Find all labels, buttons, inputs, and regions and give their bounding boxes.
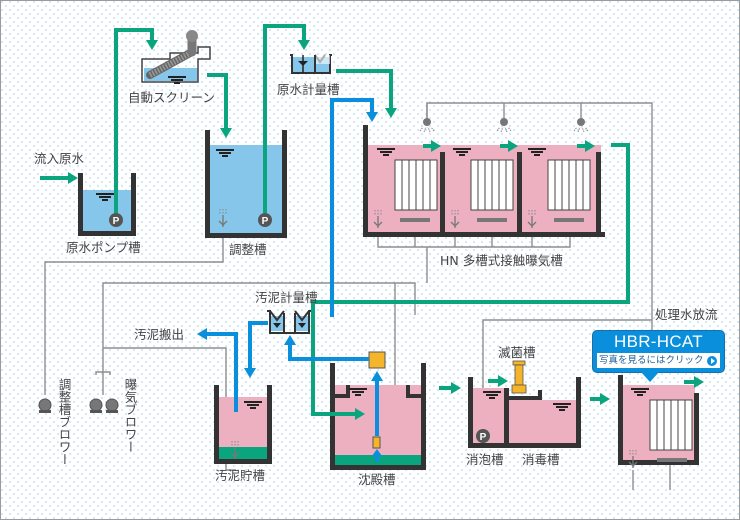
arrow-right-icon bbox=[585, 140, 595, 152]
hbr-hcat-photo-button[interactable]: HBR-HCAT 写真を見るにはクリック bbox=[592, 330, 725, 382]
label-defoam-tank: 消泡槽 bbox=[466, 452, 504, 467]
arrow-down-icon bbox=[146, 40, 158, 50]
blower-icon bbox=[105, 398, 119, 414]
callout-subtitle: 写真を見るにはクリック bbox=[597, 353, 720, 368]
sludge-meter-tank[interactable] bbox=[267, 310, 312, 334]
label-sludge-out: 汚泥搬出 bbox=[134, 327, 184, 342]
defoam-disinfection-tanks[interactable]: P bbox=[468, 360, 581, 448]
arrow-right-icon bbox=[431, 140, 441, 152]
arrow-right-icon bbox=[498, 375, 508, 387]
arrow-left-icon bbox=[197, 328, 207, 340]
label-pump-tank: 原水ポンプ槽 bbox=[66, 240, 141, 255]
label-sludge-meter-tank: 汚泥計量槽 bbox=[255, 290, 318, 305]
equalization-tank[interactable]: P bbox=[205, 130, 287, 238]
air-piping bbox=[44, 102, 671, 490]
arrow-right-icon bbox=[451, 382, 461, 394]
arrow-right-icon bbox=[600, 393, 610, 405]
raw-water-pump-tank[interactable]: P bbox=[78, 173, 136, 236]
callout-title: HBR-HCAT bbox=[614, 332, 703, 351]
blower-icon bbox=[89, 398, 103, 414]
pump-icon bbox=[109, 213, 123, 227]
arrow-right-icon bbox=[68, 172, 78, 184]
sludge-storage-tank[interactable] bbox=[214, 385, 272, 464]
contact-media-icon bbox=[470, 159, 514, 211]
label-sedimentation-tank: 沈殿槽 bbox=[358, 472, 396, 487]
arrow-down-icon bbox=[366, 112, 378, 122]
airlift-pump-icon bbox=[372, 436, 381, 449]
svg-text:P: P bbox=[113, 216, 120, 227]
arrow-right-icon bbox=[508, 140, 518, 152]
arrow-up-icon bbox=[371, 371, 383, 381]
sludge-flow-lines bbox=[197, 98, 383, 462]
label-sterilizer: 滅菌槽 bbox=[498, 345, 536, 360]
arrow-down-icon bbox=[298, 40, 310, 50]
water-flow-lines bbox=[40, 24, 704, 420]
arrow-up-icon bbox=[284, 335, 296, 345]
label-sludge-storage: 汚泥貯槽 bbox=[215, 468, 265, 483]
label-equalization-tank: 調整槽 bbox=[229, 242, 267, 257]
arrow-right-circle-icon bbox=[707, 355, 717, 366]
hbr-hcat-tank[interactable] bbox=[618, 375, 699, 469]
callout-subtitle-text: 写真を見るにはクリック bbox=[599, 355, 704, 366]
svg-text:P: P bbox=[480, 432, 487, 443]
pump-icon bbox=[476, 429, 490, 443]
sterilizer-icon bbox=[511, 360, 527, 394]
label-flow-meter-tank: 原水計量槽 bbox=[277, 82, 340, 97]
equalization-blower[interactable] bbox=[38, 398, 52, 414]
arrow-down-icon bbox=[220, 128, 232, 138]
arrow-right-icon bbox=[355, 408, 365, 420]
label-aeration-tank: HN 多槽式接触曝気槽 bbox=[440, 253, 563, 268]
arrow-down-icon bbox=[385, 108, 397, 118]
hn-contact-aeration-tank[interactable] bbox=[363, 117, 605, 237]
pump-icon bbox=[258, 213, 272, 227]
blower-icon bbox=[38, 398, 52, 414]
label-auto-screen: 自動スクリーン bbox=[128, 90, 215, 105]
contact-media-icon bbox=[394, 159, 438, 211]
svg-text:P: P bbox=[262, 216, 269, 227]
label-eq-blower: 調整槽ブロワー bbox=[57, 378, 72, 466]
callout-pointer bbox=[641, 372, 659, 382]
arrow-down-icon bbox=[244, 368, 256, 378]
contact-media-icon bbox=[547, 159, 591, 211]
contact-media-icon bbox=[649, 399, 693, 451]
label-aeration-blower: 曝気ブロワー bbox=[123, 378, 138, 453]
airlift-head-icon bbox=[368, 351, 386, 369]
auto-screen[interactable] bbox=[141, 30, 211, 84]
arrow-right-icon bbox=[694, 376, 704, 388]
label-inflow: 流入原水 bbox=[34, 151, 85, 166]
label-discharge: 処理水放流 bbox=[655, 307, 718, 322]
label-disinfection-tank: 消毒槽 bbox=[522, 452, 560, 467]
raw-water-meter-tank[interactable] bbox=[290, 54, 332, 74]
labels: 流入原水 原水ポンプ槽 自動スクリーン 調整槽 原水計量槽 HN 多槽式接触曝気… bbox=[34, 82, 718, 487]
